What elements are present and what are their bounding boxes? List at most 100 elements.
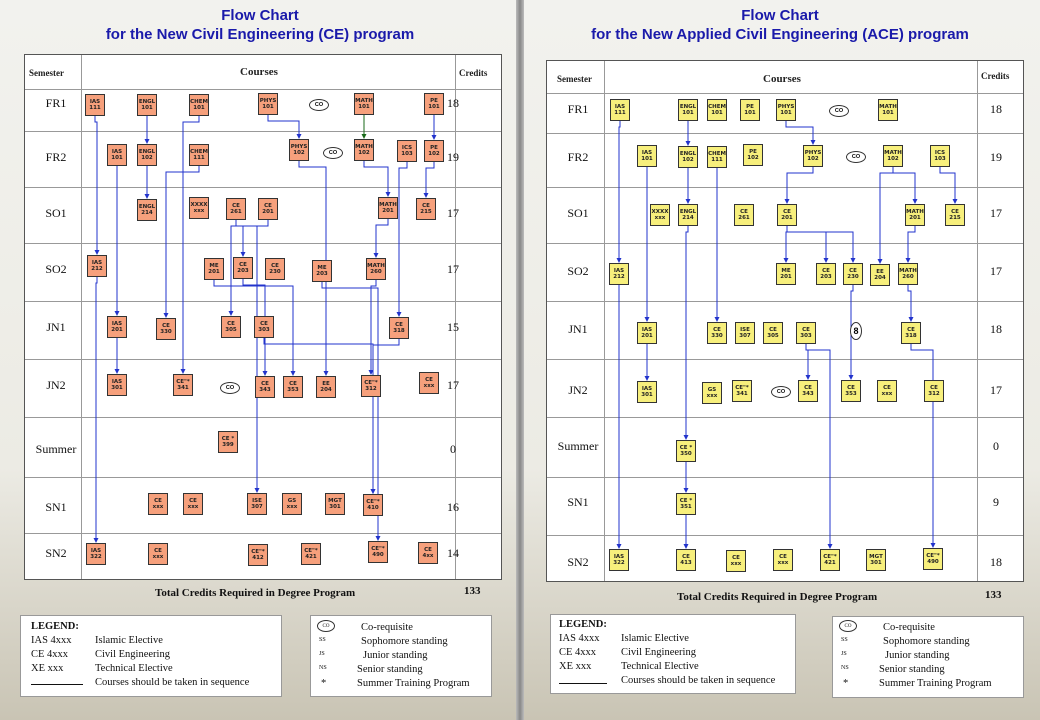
course-box[interactable]: IAS 301 xyxy=(637,381,657,403)
course-box[interactable]: CE xxx xyxy=(148,493,168,515)
course-box[interactable]: MGT 301 xyxy=(325,493,345,515)
course-box[interactable]: ME 203 xyxy=(312,260,332,282)
course-box[interactable]: EE 204 xyxy=(870,264,890,286)
course-box[interactable]: XXXX xxx xyxy=(189,197,209,219)
course-box[interactable]: MGT 301 xyxy=(866,549,886,571)
course-box[interactable]: PE 101 xyxy=(740,99,760,121)
course-box[interactable]: PHYS 102 xyxy=(289,139,309,161)
course-box[interactable]: PE 102 xyxy=(743,144,763,166)
course-box[interactable]: CE xxx xyxy=(183,493,203,515)
course-box[interactable]: CE"* 341 xyxy=(173,374,193,396)
course-box[interactable]: ENGL 101 xyxy=(137,94,157,116)
course-box[interactable]: CE xxx xyxy=(726,550,746,572)
course-box[interactable]: CE 305 xyxy=(221,316,241,338)
course-box[interactable]: PHYS 101 xyxy=(258,93,278,115)
course-box[interactable]: CE"* 410 xyxy=(363,494,383,516)
course-box[interactable]: CE 215 xyxy=(416,198,436,220)
legend-sequence-note: Courses should be taken in sequence xyxy=(95,677,250,688)
course-box[interactable]: ENGL 102 xyxy=(678,146,698,168)
course-box[interactable]: ISE 307 xyxy=(247,493,267,515)
course-box[interactable]: CE * 399 xyxy=(218,431,238,453)
course-box[interactable]: CE 261 xyxy=(734,204,754,226)
course-box[interactable]: CE 343 xyxy=(798,380,818,402)
course-box[interactable]: ME 201 xyxy=(776,263,796,285)
course-box[interactable]: MATH 102 xyxy=(354,139,374,161)
course-box[interactable]: CE 303 xyxy=(796,322,816,344)
course-box[interactable]: CHEM 101 xyxy=(707,99,727,121)
corequisite-mark: CO xyxy=(829,105,849,117)
course-box[interactable]: GS xxx xyxy=(282,493,302,515)
course-box[interactable]: MATH 260 xyxy=(898,263,918,285)
course-box[interactable]: CE"* 490 xyxy=(368,541,388,563)
course-box[interactable]: ENGL 102 xyxy=(137,144,157,166)
course-box[interactable]: CE 201 xyxy=(777,204,797,226)
course-box[interactable]: CE 215 xyxy=(945,204,965,226)
course-box[interactable]: GS xxx xyxy=(702,382,722,404)
course-box[interactable]: CE 203 xyxy=(233,257,253,279)
course-box[interactable]: CE 353 xyxy=(841,380,861,402)
course-box[interactable]: XXXX xxx xyxy=(650,204,670,226)
course-box[interactable]: CE 203 xyxy=(816,263,836,285)
course-box[interactable]: CE 343 xyxy=(255,376,275,398)
course-box[interactable]: ISE 307 xyxy=(735,322,755,344)
course-box[interactable]: PE 102 xyxy=(424,140,444,162)
course-box[interactable]: CE 413 xyxy=(676,549,696,571)
course-box[interactable]: CE 4xx xyxy=(418,542,438,564)
course-box[interactable]: CHEM 111 xyxy=(189,144,209,166)
course-box[interactable]: EE 204 xyxy=(316,376,336,398)
course-box[interactable]: IAS 322 xyxy=(609,549,629,571)
course-box[interactable]: CE * 350 xyxy=(676,440,696,462)
course-box[interactable]: PE 101 xyxy=(424,93,444,115)
course-box[interactable]: CE xxx xyxy=(877,380,897,402)
course-box[interactable]: CE * 351 xyxy=(676,493,696,515)
course-box[interactable]: ME 201 xyxy=(204,258,224,280)
course-box[interactable]: CE"* 341 xyxy=(732,380,752,402)
course-box[interactable]: ICS 103 xyxy=(397,140,417,162)
course-box[interactable]: CE 201 xyxy=(258,198,278,220)
course-box[interactable]: IAS 101 xyxy=(107,144,127,166)
course-box[interactable]: CHEM 101 xyxy=(189,94,209,116)
course-box[interactable]: CE 230 xyxy=(265,258,285,280)
course-box[interactable]: MATH 201 xyxy=(378,197,398,219)
course-box[interactable]: CE xxx xyxy=(148,543,168,565)
course-box[interactable]: CE 318 xyxy=(389,317,409,339)
course-box[interactable]: PHYS 102 xyxy=(803,145,823,167)
course-box[interactable]: CE xxx xyxy=(419,372,439,394)
course-box[interactable]: CE 261 xyxy=(226,198,246,220)
course-box[interactable]: IAS 301 xyxy=(107,374,127,396)
course-box[interactable]: PHYS 101 xyxy=(776,99,796,121)
course-box[interactable]: MATH 101 xyxy=(878,99,898,121)
course-box[interactable]: IAS 322 xyxy=(86,543,106,565)
course-box[interactable]: CE"* 421 xyxy=(301,543,321,565)
course-box[interactable]: CE 330 xyxy=(707,322,727,344)
course-box[interactable]: ENGL 214 xyxy=(137,199,157,221)
course-box[interactable]: IAS 212 xyxy=(609,263,629,285)
course-box[interactable]: CE"* 312 xyxy=(361,375,381,397)
course-box[interactable]: MATH 101 xyxy=(354,93,374,115)
course-box[interactable]: IAS 201 xyxy=(637,322,657,344)
course-box[interactable]: CE xxx xyxy=(773,549,793,571)
course-box[interactable]: CHEM 111 xyxy=(707,146,727,168)
course-box[interactable]: CE 303 xyxy=(254,316,274,338)
course-box[interactable]: CE"* 490 xyxy=(923,548,943,570)
course-box[interactable]: IAS 212 xyxy=(87,255,107,277)
course-box[interactable]: CE"* 412 xyxy=(248,544,268,566)
course-box[interactable]: MATH 201 xyxy=(905,204,925,226)
course-box[interactable]: ENGL 101 xyxy=(678,99,698,121)
course-box[interactable]: CE 330 xyxy=(156,318,176,340)
course-box[interactable]: CE 318 xyxy=(901,322,921,344)
course-box[interactable]: IAS 201 xyxy=(107,316,127,338)
course-box[interactable]: IAS 101 xyxy=(637,145,657,167)
course-box[interactable]: MATH 102 xyxy=(883,145,903,167)
semester-label: JN2 xyxy=(568,383,588,397)
course-box[interactable]: IAS 111 xyxy=(85,94,105,116)
course-box[interactable]: MATH 260 xyxy=(366,258,386,280)
course-box[interactable]: CE 353 xyxy=(283,376,303,398)
course-box[interactable]: ENGL 214 xyxy=(678,204,698,226)
course-box[interactable]: CE"* 421 xyxy=(820,549,840,571)
course-box[interactable]: CE 312 xyxy=(924,380,944,402)
course-box[interactable]: CE 305 xyxy=(763,322,783,344)
course-box[interactable]: IAS 111 xyxy=(610,99,630,121)
course-box[interactable]: ICS 103 xyxy=(930,145,950,167)
course-box[interactable]: CE 230 xyxy=(843,263,863,285)
